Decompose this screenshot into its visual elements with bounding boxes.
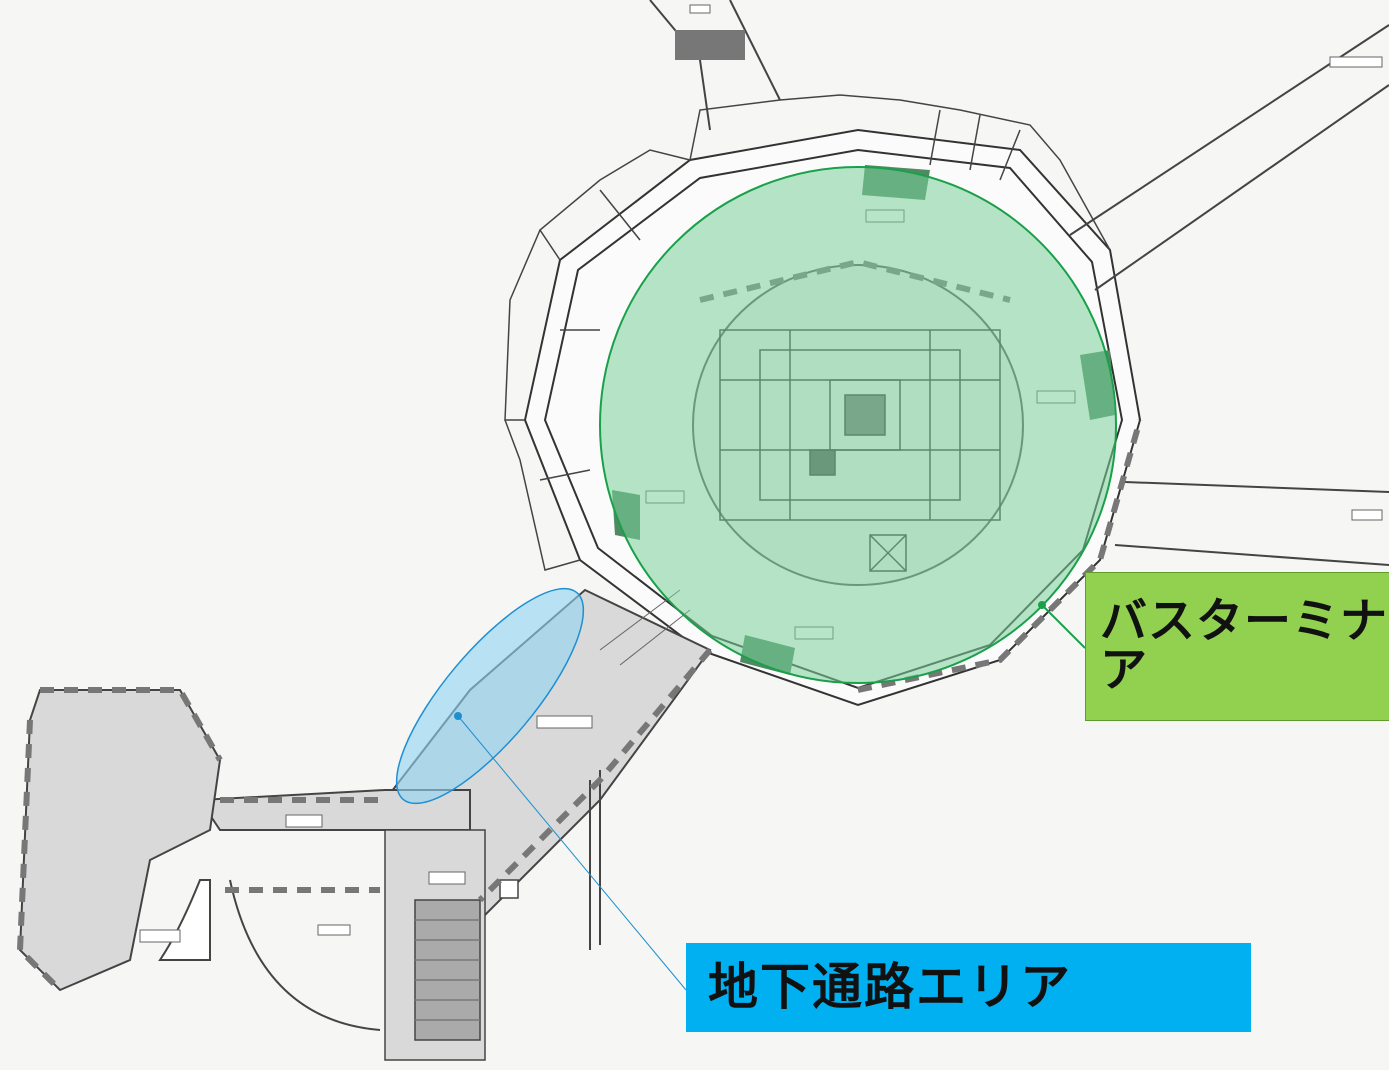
underpass-area-highlight xyxy=(395,587,585,805)
bus-terminal-label-line1: バスターミナ xyxy=(1100,594,1388,649)
underpass-callout: 地下通路エリア xyxy=(686,943,1251,1032)
northeast-passage xyxy=(1069,24,1389,291)
underpass-label: 地下通路エリア xyxy=(708,958,1072,1016)
east-passage xyxy=(1114,481,1389,566)
bus-terminal-label-line2: ア xyxy=(1100,643,1148,699)
outer-rooms xyxy=(504,94,1111,571)
north-passage xyxy=(649,0,781,131)
bus-terminal-callout: バスターミナ ア xyxy=(1085,572,1389,721)
south-stairs xyxy=(384,770,601,1061)
bus-terminal-leader xyxy=(1038,601,1086,649)
underpass-leader xyxy=(454,712,687,991)
bus-terminal-area-highlight xyxy=(599,166,1117,684)
west-building xyxy=(18,689,381,1031)
